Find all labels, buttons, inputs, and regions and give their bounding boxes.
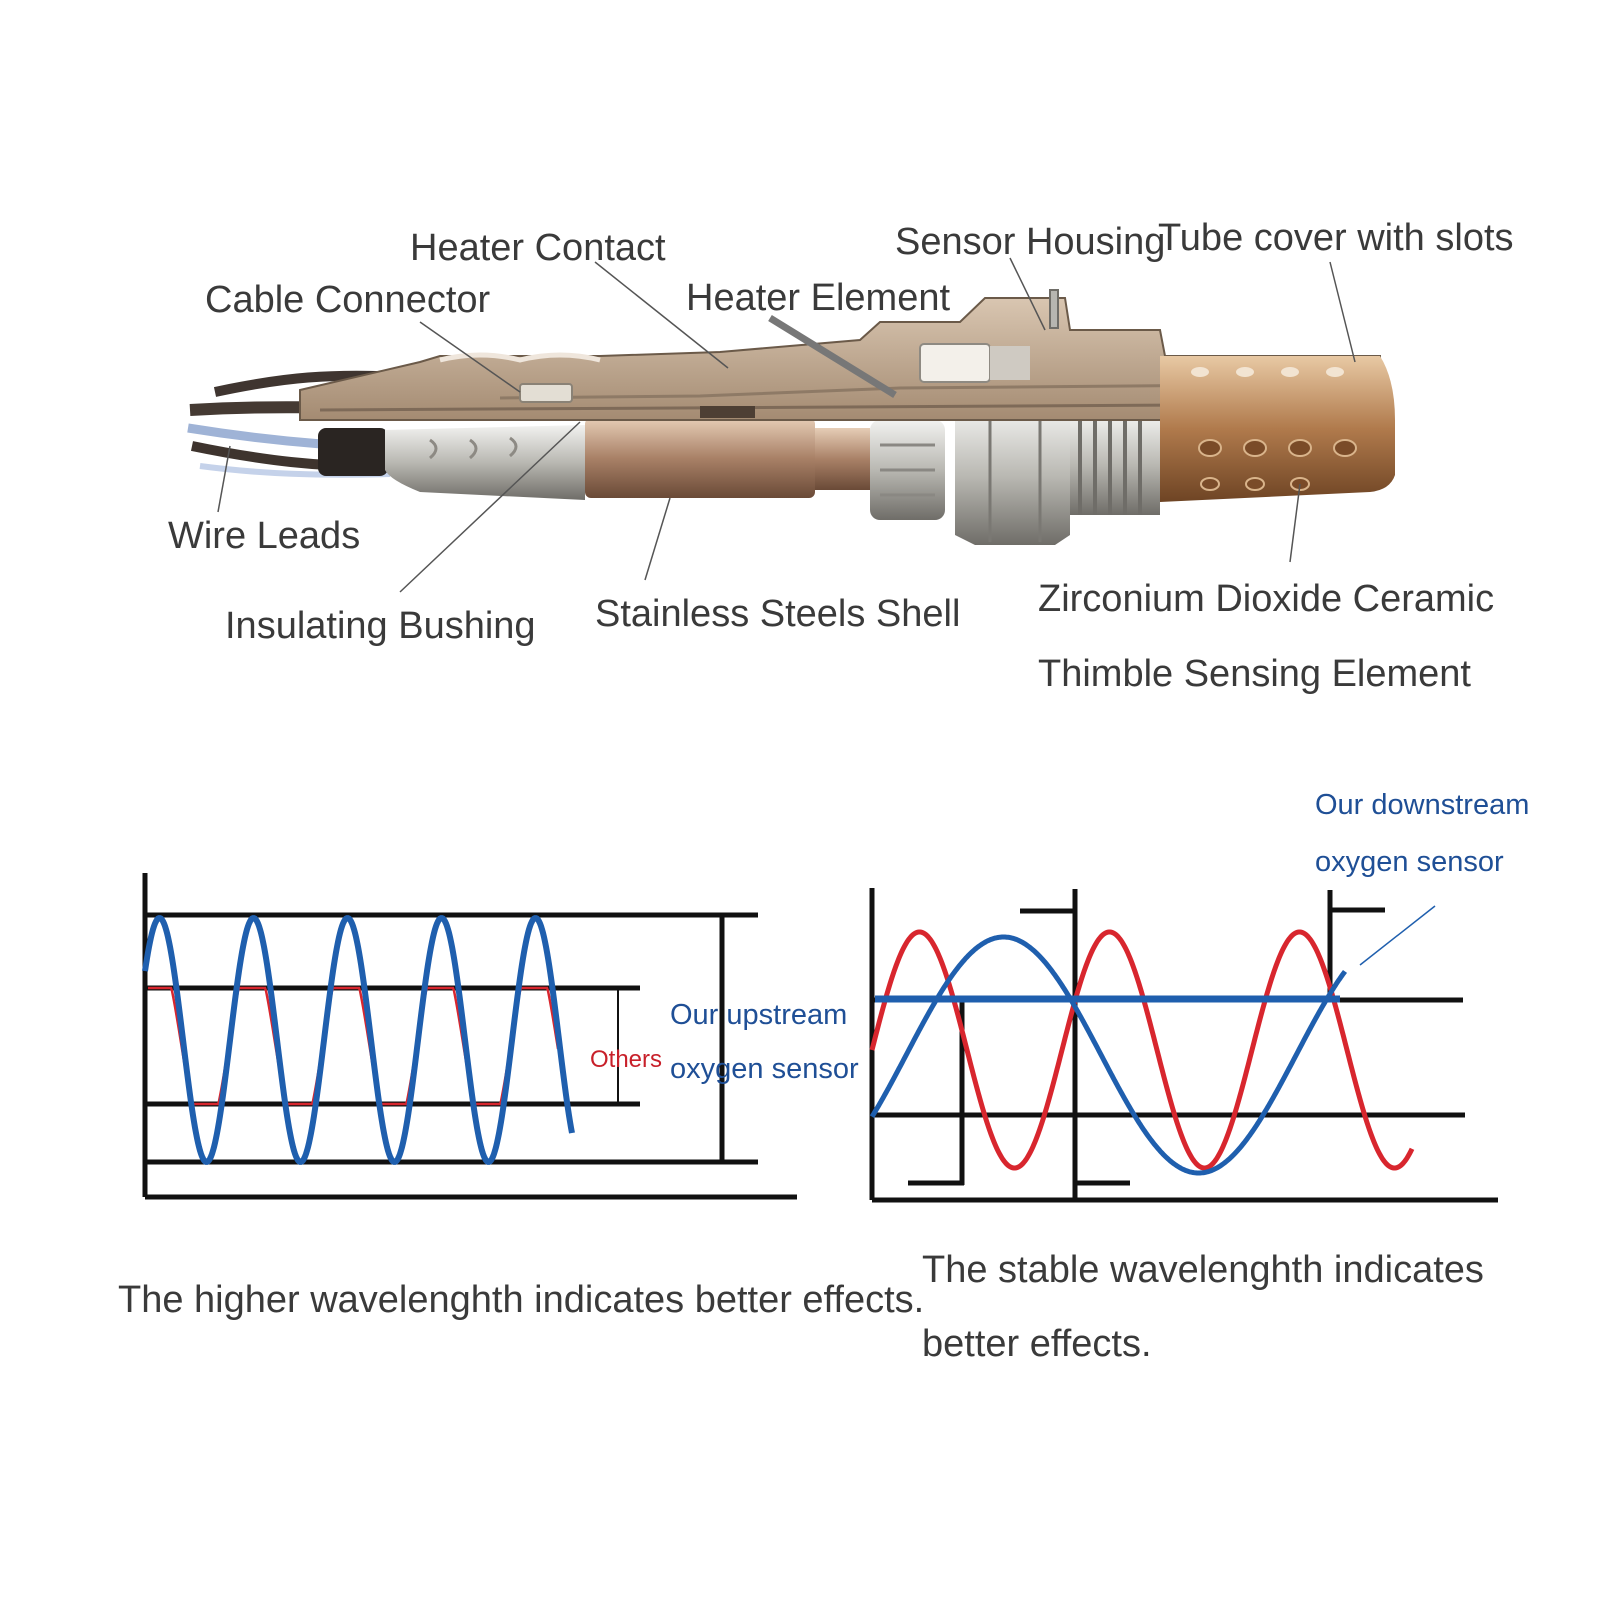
label-our-downstream-line2: oxygen sensor [1315, 846, 1504, 878]
thread [1070, 415, 1160, 515]
sensor-labels: Heater Contact Cable Connector Heater El… [168, 217, 1514, 695]
upstream-caption: The higher wavelenghth indicates better … [118, 1279, 924, 1321]
tube-cover [1160, 356, 1395, 502]
downstream-our-wave [869, 934, 1348, 1176]
downstream-others-wave [869, 929, 1415, 1171]
label-our-downstream-line1: Our downstream [1315, 789, 1529, 821]
label-stainless-shell: Stainless Steels Shell [595, 593, 960, 635]
label-our-upstream-line2: oxygen sensor [670, 1053, 859, 1085]
label-heater-element: Heater Element [686, 277, 950, 319]
label-wire-leads: Wire Leads [168, 515, 360, 557]
upstream-our-wave [142, 915, 575, 1165]
hex-nut [955, 408, 1070, 545]
label-heater-contact: Heater Contact [410, 227, 666, 269]
label-sensor-housing: Sensor Housing [895, 221, 1165, 263]
leader-lines [217, 257, 1356, 593]
oxygen-sensor-illustration [187, 289, 1395, 545]
rubber-grommet [318, 428, 388, 476]
label-zirconium-line1: Zirconium Dioxide Ceramic [1038, 578, 1494, 620]
upstream-others-wave [148, 986, 560, 1106]
tube-cover-slots [1191, 367, 1344, 377]
label-zirconium-line2: Thimble Sensing Element [1038, 653, 1471, 695]
upstream-wave-diagram: Others Our upstream oxygen sensor The hi… [118, 873, 924, 1321]
label-others: Others [590, 1046, 662, 1073]
label-cable-connector: Cable Connector [205, 279, 491, 321]
cable-connector-part [519, 383, 573, 403]
downstream-caption-line1: The stable wavelenghth indicates [922, 1249, 1484, 1291]
label-our-upstream-line1: Our upstream [670, 999, 847, 1031]
label-insulating-bushing: Insulating Bushing [225, 605, 536, 647]
upstream-grid [142, 873, 797, 1200]
downstream-leader-line [1359, 905, 1436, 966]
stainless-shell-body [585, 418, 815, 498]
downstream-caption-line2: better effects. [922, 1323, 1152, 1365]
label-tube-cover: Tube cover with slots [1158, 217, 1514, 259]
downstream-wave-diagram: Our downstream oxygen sensor The stable … [869, 789, 1529, 1365]
insulating-bushing-body [385, 425, 585, 500]
